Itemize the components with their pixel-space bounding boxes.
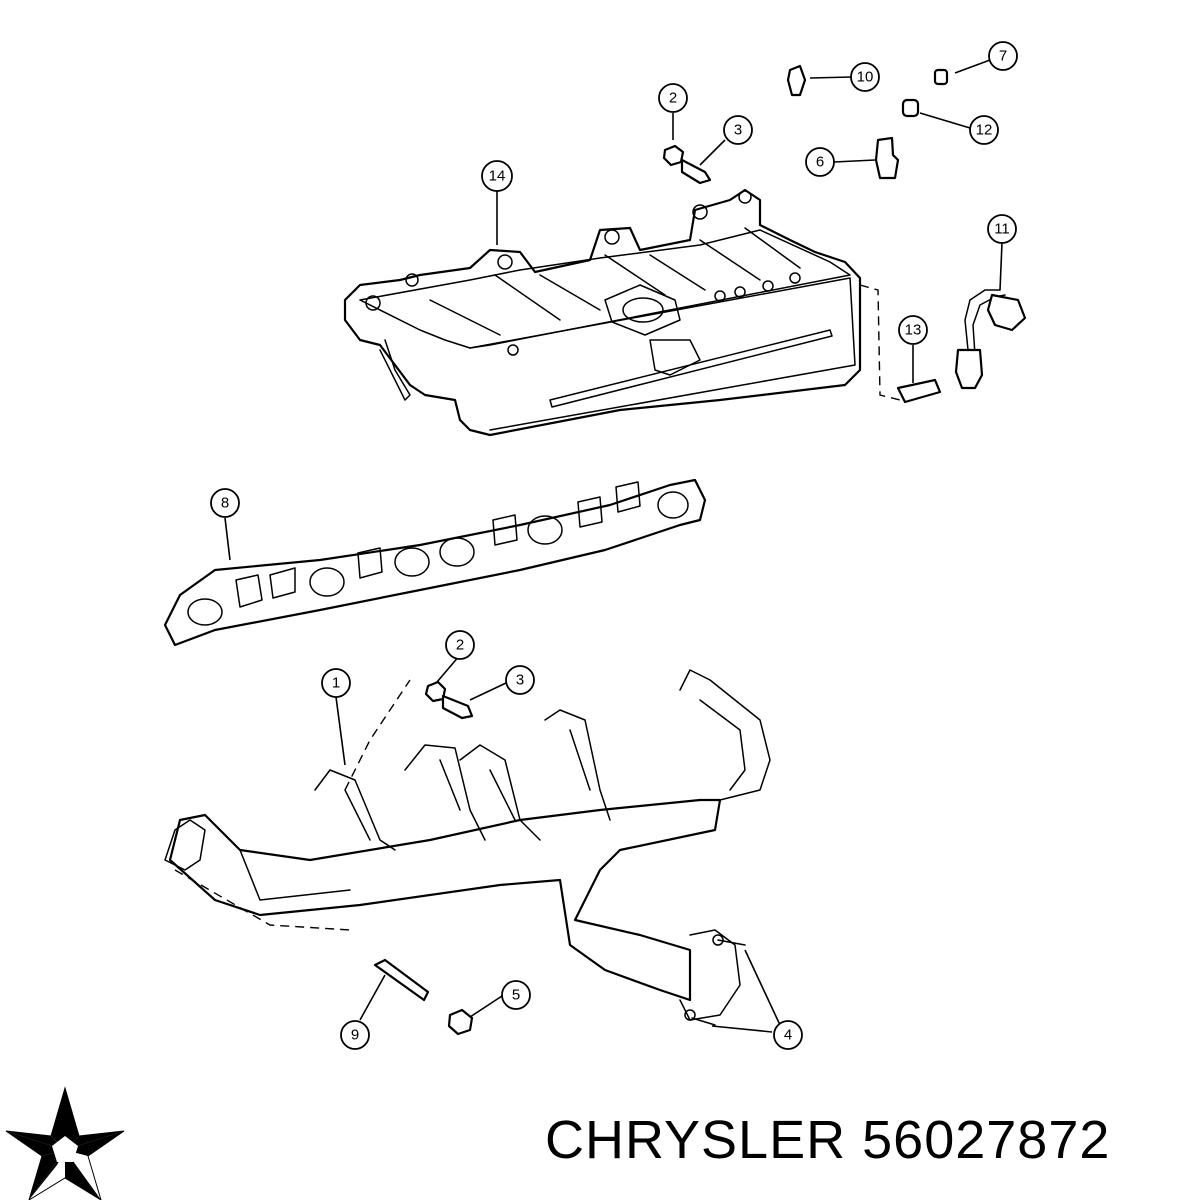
callout-9: 9 (340, 1020, 370, 1050)
leader-lines (224, 59, 1003, 1033)
callout-6: 6 (805, 147, 835, 177)
callout-5: 5 (501, 980, 531, 1010)
callout-13: 13 (898, 315, 928, 345)
part-number: 56027872 (862, 1110, 1111, 1170)
svg-text:5: 5 (512, 987, 520, 1004)
svg-text:14: 14 (489, 168, 506, 185)
small-parts (373, 64, 1027, 1036)
callout-11: 11 (987, 214, 1017, 244)
chrysler-pentastar-logo-icon (5, 1086, 125, 1200)
callout-14: 14 (481, 160, 513, 192)
callout-3-bottom: 3 (505, 665, 535, 695)
o2-sensor-connector (986, 293, 1027, 332)
svg-text:7: 7 (999, 48, 1007, 65)
callout-12: 12 (969, 115, 999, 145)
brand-part-label: CHRYSLER 56027872 (545, 1105, 1190, 1175)
callout-4: 4 (773, 1020, 803, 1050)
callouts: 2 3 14 10 7 12 6 11 (210, 41, 1018, 1050)
o2-sensor-wire (964, 289, 1001, 351)
svg-text:3: 3 (734, 122, 742, 139)
bolt-top (680, 158, 712, 185)
nut-top (662, 144, 685, 167)
svg-text:2: 2 (456, 637, 464, 654)
callout-8: 8 (210, 488, 240, 518)
callout-3-top: 3 (723, 115, 753, 145)
plug-7 (933, 68, 949, 86)
svg-text:12: 12 (976, 122, 993, 139)
sensor-10 (786, 64, 807, 97)
plug-12 (901, 98, 920, 118)
sensor-13 (896, 378, 942, 404)
stud-9 (373, 958, 430, 1002)
callout-1: 1 (321, 668, 351, 698)
svg-text:4: 4 (784, 1027, 792, 1044)
callout-7: 7 (988, 41, 1018, 71)
exhaust-manifold (164, 669, 771, 1021)
svg-text:10: 10 (857, 69, 874, 86)
svg-text:8: 8 (221, 495, 229, 512)
o2-sensor-body (954, 348, 984, 390)
callout-2-bottom: 2 (445, 630, 475, 660)
callout-10: 10 (850, 62, 880, 92)
nut-5 (447, 1008, 474, 1036)
bolt-bottom (441, 694, 474, 720)
callout-2-top: 2 (658, 83, 688, 113)
brand-name: CHRYSLER (545, 1110, 847, 1170)
svg-text:11: 11 (994, 221, 1010, 238)
stud-4b (691, 1017, 716, 1026)
svg-text:9: 9 (351, 1027, 359, 1044)
svg-text:2: 2 (669, 90, 677, 107)
stud-4a (717, 939, 746, 946)
svg-text:13: 13 (905, 322, 922, 339)
sensor-6 (874, 136, 900, 180)
intake-manifold (343, 188, 901, 437)
svg-text:1: 1 (332, 675, 340, 692)
svg-text:6: 6 (816, 154, 824, 171)
exhaust-manifold-gasket (163, 478, 707, 647)
svg-text:3: 3 (516, 672, 524, 689)
